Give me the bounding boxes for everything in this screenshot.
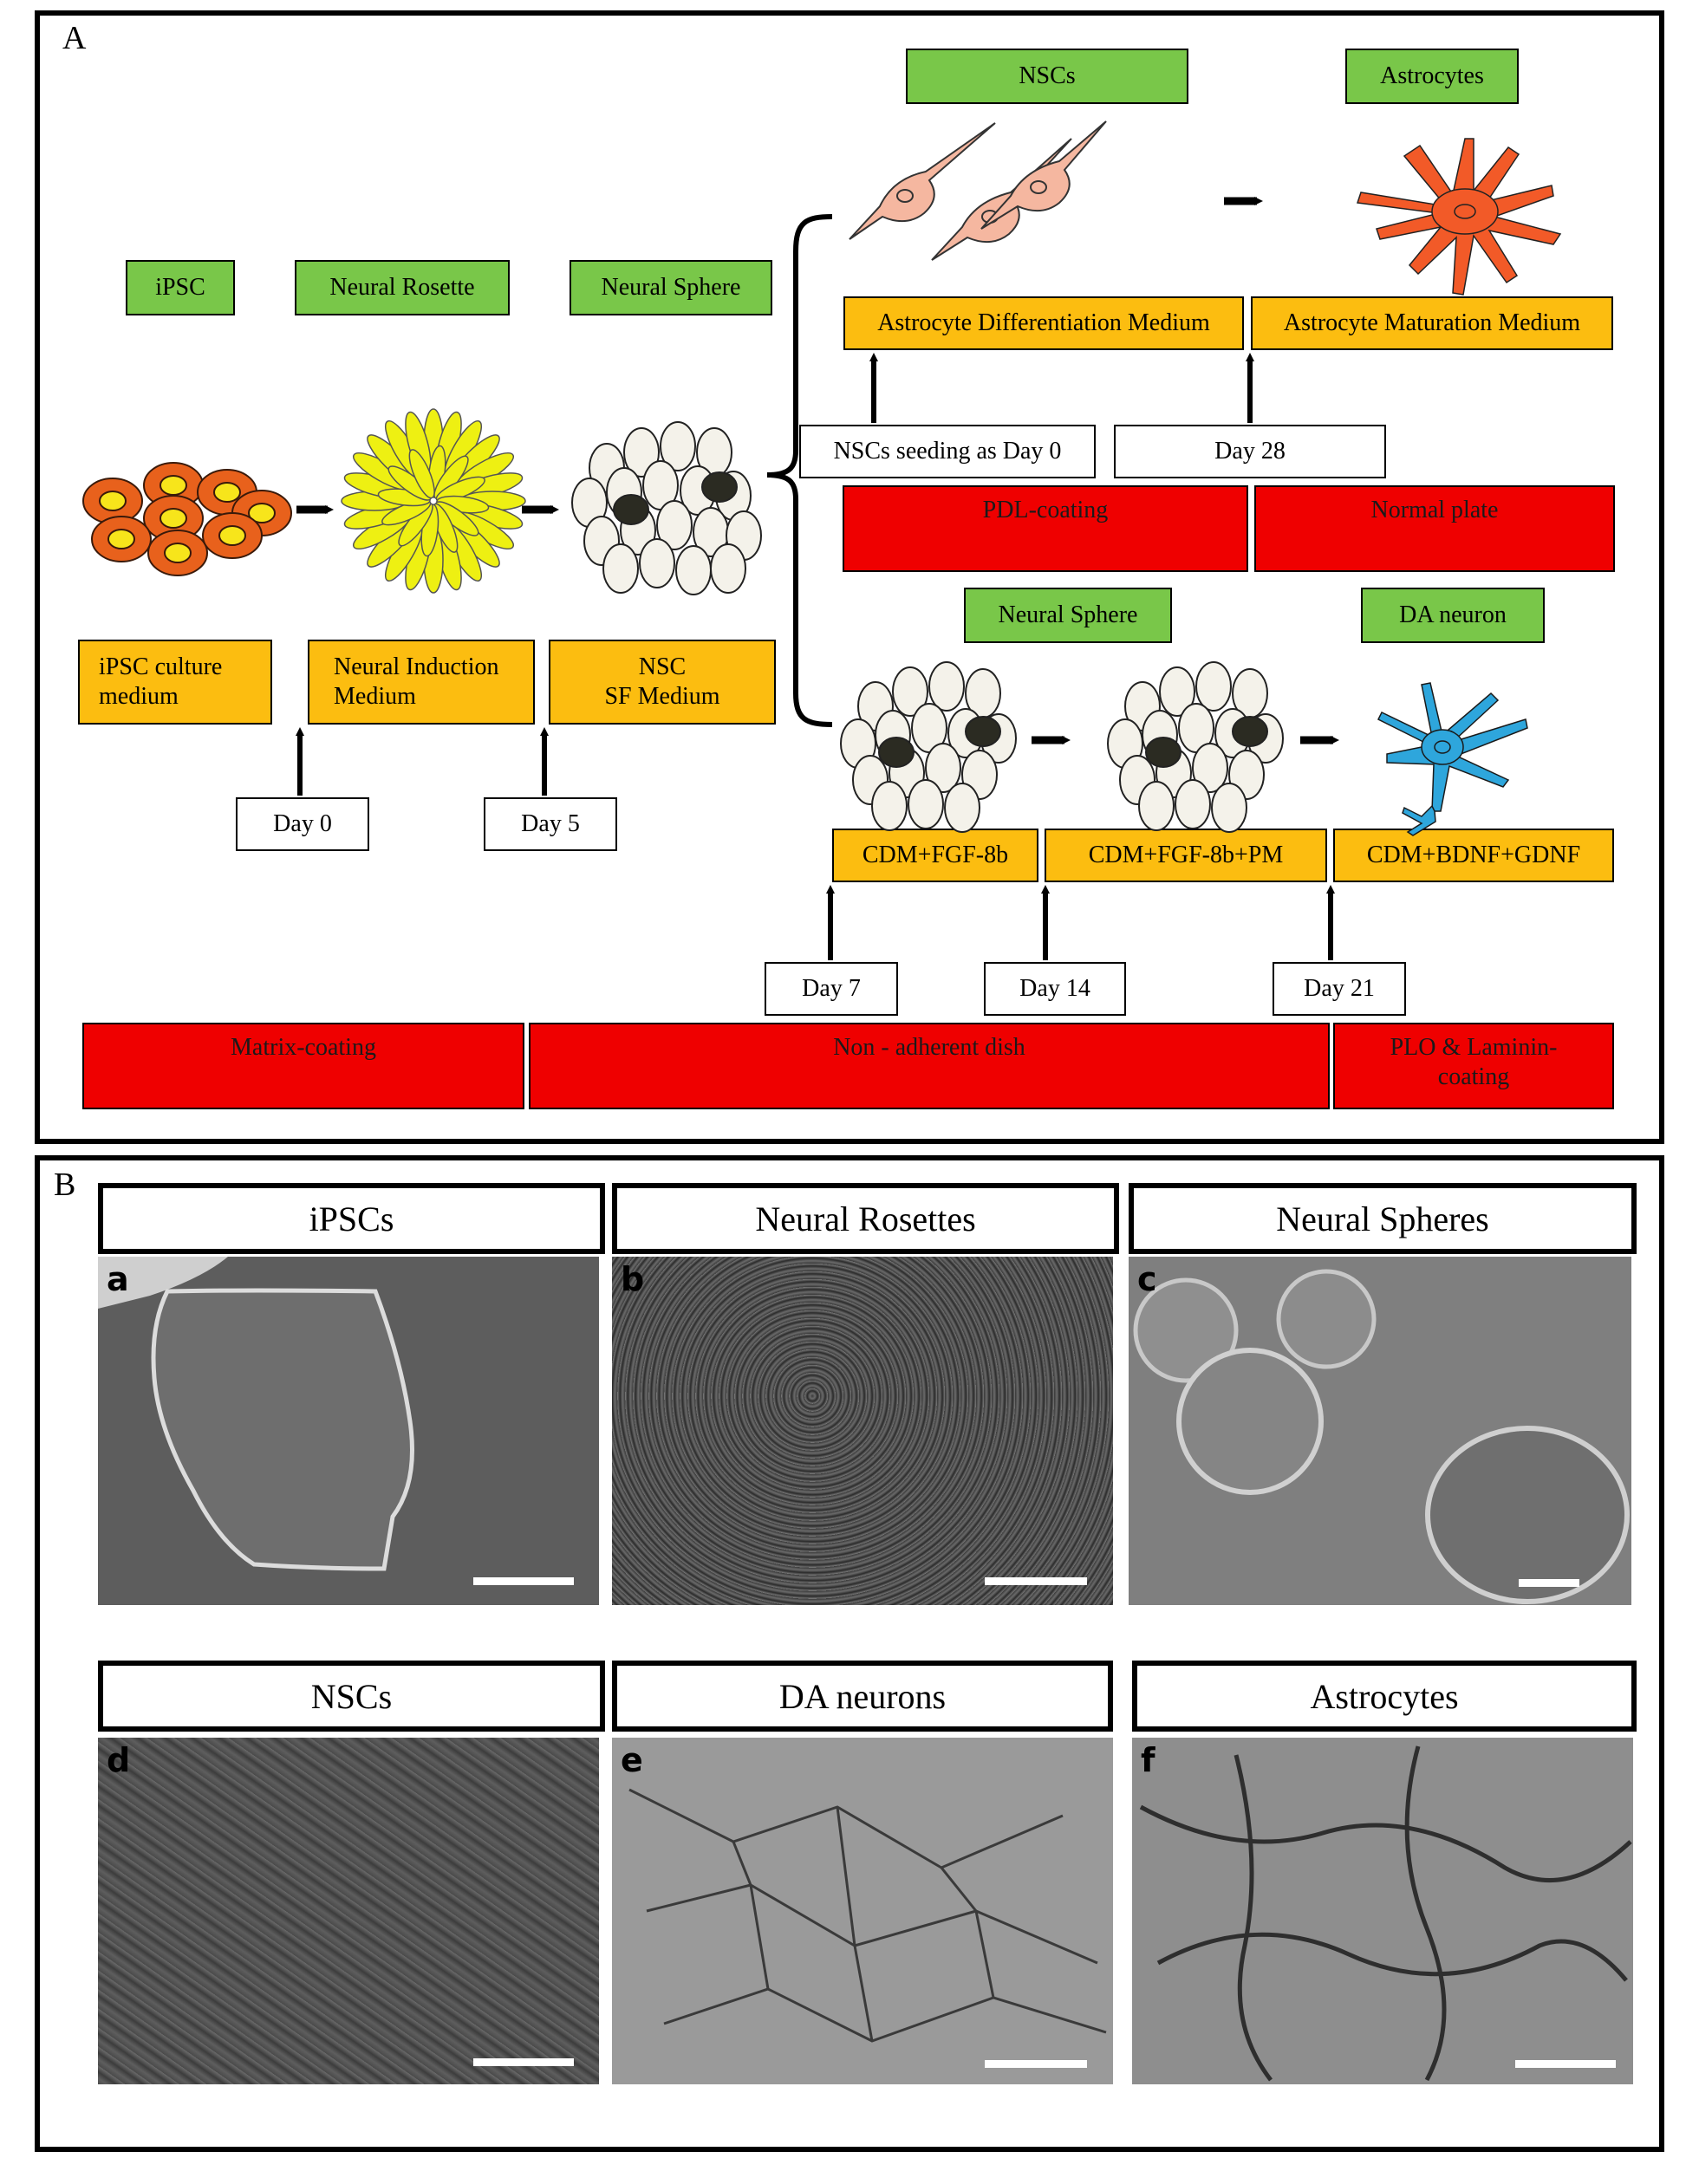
astrocyte-network-lines [1139,1745,1632,2082]
micrograph-neural-rosettes: b [612,1257,1113,1605]
stage-astrocytes: Astrocytes [1345,49,1519,104]
progression-arrows [296,197,1339,744]
scale-bar [985,2060,1087,2068]
panel-b-label: B [54,1167,76,1203]
da-neuron-illustration [1377,682,1528,836]
image-letter-f: f [1141,1741,1155,1779]
coating-non-adherent: Non - adherent dish [529,1023,1330,1109]
coating-pdl: PDL-coating [843,485,1248,572]
image-letter-e: e [621,1741,643,1779]
medium-neural-induction: Neural Induction Medium [308,640,535,725]
scale-bar [473,2058,574,2066]
medium-ipsc-culture: iPSC culture medium [78,640,272,725]
image-letter-a: a [107,1260,129,1298]
coating-plo-laminin: PLO & Laminin-coating [1333,1023,1614,1109]
medium-cdm-fgf8b-pm: CDM+FGF-8b+PM [1045,829,1327,882]
ipsc-colony-shape [98,1257,414,1571]
panel-a [35,10,1664,1144]
micrograph-da-neurons: e [612,1738,1113,2084]
day-21-box: Day 21 [1273,962,1406,1016]
day-5-box: Day 5 [484,797,617,851]
day-7-box: Day 7 [765,962,898,1016]
neuron-network-lines [628,1788,1107,2043]
image-letter-d: d [107,1741,131,1779]
nsc-cells-illustration [849,120,1107,261]
neural-rosette-illustration [341,408,526,594]
title-ipscs: iPSCs [98,1183,605,1254]
scale-bar [985,1577,1087,1585]
coating-matrix: Matrix-coating [82,1023,524,1109]
medium-astrocyte-maturation: Astrocyte Maturation Medium [1251,296,1613,350]
timeline-arrows [296,353,1335,960]
title-neural-rosettes: Neural Rosettes [612,1183,1119,1254]
branch-bracket [766,214,833,727]
title-astrocytes: Astrocytes [1132,1661,1637,1732]
micrograph-neural-spheres: c [1129,1257,1631,1605]
panel-a-label: A [62,20,87,56]
micrograph-astrocytes: f [1132,1738,1633,2084]
day-28-box: Day 28 [1114,425,1386,478]
scale-bar [473,1577,574,1585]
stage-da-neuron: DA neuron [1361,588,1545,643]
medium-nsc-sf: NSC SF Medium [549,640,776,725]
coating-normal-plate: Normal plate [1254,485,1615,572]
title-da-neurons: DA neurons [612,1661,1113,1732]
medium-cdm-fgf8b: CDM+FGF-8b [832,829,1038,882]
day-0-box: Day 0 [236,797,369,851]
scale-bar [1515,2060,1616,2068]
neural-sphere-lower-2 [1107,661,1284,833]
medium-cdm-bdnf-gdnf: CDM+BDNF+GDNF [1333,829,1614,882]
panel-b [35,1155,1664,2152]
stage-nscs: NSCs [906,49,1188,104]
stage-neural-sphere: Neural Sphere [570,260,772,315]
neural-sphere-shapes [1133,1269,1630,1604]
nsc-seeding-box: NSCs seeding as Day 0 [799,425,1096,478]
micrograph-nscs: d [98,1738,599,2084]
title-neural-spheres: Neural Spheres [1129,1183,1637,1254]
stage-ipsc: iPSC [126,260,235,315]
image-letter-c: c [1137,1260,1157,1298]
stage-neural-rosette: Neural Rosette [295,260,510,315]
image-letter-b: b [621,1260,645,1298]
day-14-box: Day 14 [984,962,1126,1016]
stage-neural-sphere-2: Neural Sphere [964,588,1172,643]
neural-sphere-lower-1 [840,661,1017,833]
medium-astrocyte-differentiation: Astrocyte Differentiation Medium [843,296,1244,350]
title-nscs: NSCs [98,1661,605,1732]
neural-sphere-illustration [571,421,762,595]
scale-bar [1519,1579,1579,1587]
micrograph-ipscs: a [98,1257,599,1605]
ipsc-cluster-illustration [82,462,292,576]
diagram-illustrations [82,120,1562,960]
astrocyte-illustration [1356,138,1562,296]
